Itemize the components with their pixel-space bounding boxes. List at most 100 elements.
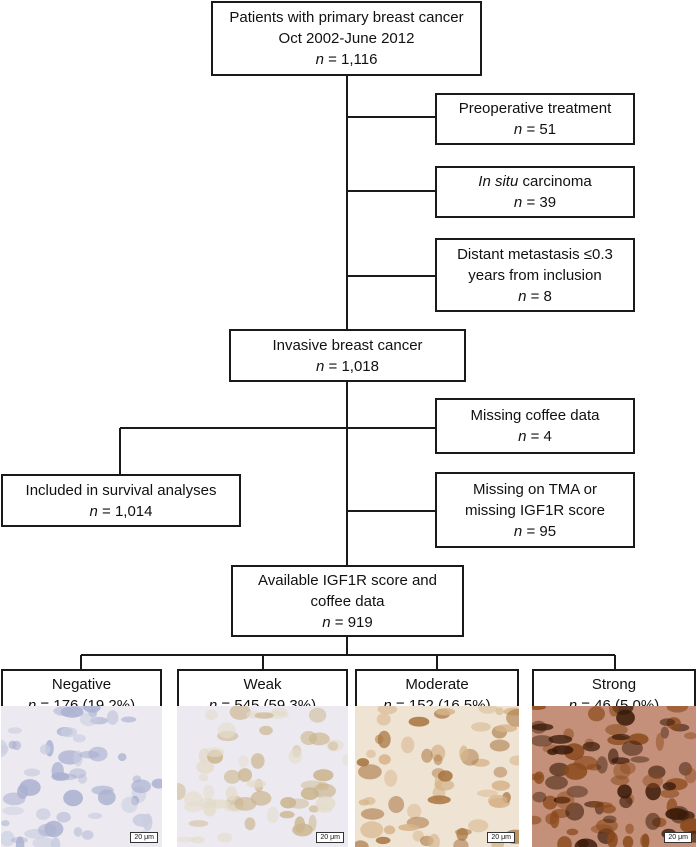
cell-mark (542, 795, 558, 810)
cell-mark (63, 789, 83, 807)
patients-count: = 1,116 (328, 51, 378, 68)
cell-mark (244, 817, 256, 831)
cell-mark (19, 779, 41, 796)
cell-mark (407, 803, 422, 819)
cell-mark (678, 762, 692, 776)
cell-mark (360, 808, 385, 820)
cell-mark (254, 712, 274, 719)
cell-mark (471, 722, 491, 732)
cell-mark (421, 748, 433, 763)
cell-mark (645, 812, 661, 830)
cell-mark (79, 750, 100, 759)
group-label: Weak (243, 676, 282, 693)
cell-mark (279, 810, 295, 819)
cell-mark (493, 766, 508, 778)
cell-mark (532, 773, 543, 781)
cell-mark (565, 802, 585, 821)
cell-mark (32, 837, 55, 847)
cell-mark (611, 757, 630, 765)
cell-mark (205, 709, 218, 721)
cell-mark (121, 796, 138, 813)
patients-title: Patients with primary breast cancer (229, 9, 464, 26)
cell-mark (10, 836, 28, 844)
cell-mark (384, 769, 398, 787)
cell-mark (660, 726, 669, 739)
invasive-count: = 1,018 (328, 357, 379, 375)
cell-mark (491, 780, 510, 791)
cell-mark (478, 706, 498, 714)
cell-mark (1, 740, 8, 758)
cell-mark (495, 707, 504, 716)
cell-mark (630, 756, 650, 763)
insitu-count: = 39 (526, 194, 557, 211)
n-symbol: n (518, 287, 527, 305)
cell-mark (566, 785, 588, 798)
cell-mark (360, 821, 384, 839)
cell-mark (207, 799, 231, 809)
cell-mark (532, 706, 546, 710)
cell-mark (427, 795, 451, 805)
scale-bar-label: 20 μm (130, 832, 158, 843)
cell-mark (639, 834, 649, 847)
cell-mark (358, 799, 370, 806)
cell-mark (246, 779, 267, 788)
cell-mark (121, 716, 137, 723)
n-symbol: n (322, 613, 331, 631)
cell-mark (566, 828, 579, 836)
group-label: Moderate (405, 676, 469, 693)
invasive-box: Invasive breast cancer n = 1,018 (229, 329, 466, 382)
micrograph-strong: 20 μm (532, 706, 696, 847)
cell-mark (433, 754, 443, 766)
missing-coffee-box: Missing coffee data n = 4 (435, 398, 635, 454)
scale-bar-label: 20 μm (487, 832, 515, 843)
cell-mark (655, 733, 664, 751)
cell-mark (619, 795, 633, 809)
micrograph-moderate: 20 μm (355, 706, 519, 847)
cell-mark (610, 775, 630, 786)
cell-mark (684, 732, 696, 740)
cell-mark (259, 725, 273, 736)
cell-mark (547, 748, 558, 756)
cell-mark (660, 789, 680, 798)
cell-mark (595, 818, 618, 833)
cell-mark (117, 753, 127, 762)
cell-mark (408, 716, 430, 727)
cell-mark (545, 813, 558, 825)
micrograph-negative: 20 μm (1, 706, 162, 847)
cell-mark (428, 833, 440, 847)
scale-bar-label: 20 μm (316, 832, 344, 843)
cell-mark (666, 706, 688, 713)
cell-mark (308, 805, 320, 813)
cell-mark (73, 734, 86, 743)
cell-mark (645, 782, 661, 801)
cell-mark (557, 836, 572, 847)
cell-mark (204, 747, 225, 757)
missing-coffee-count: = 4 (530, 428, 552, 445)
cell-mark (662, 782, 676, 791)
cell-mark (328, 741, 339, 751)
cell-mark (625, 823, 634, 834)
n-symbol: n (513, 121, 523, 138)
preoperative-box: Preoperative treatment n = 51 (435, 93, 635, 145)
cell-mark (198, 773, 209, 782)
cell-mark (477, 789, 498, 797)
cell-mark (437, 770, 453, 782)
group-label: Negative (51, 676, 112, 693)
cell-mark (60, 727, 78, 738)
cell-mark (266, 806, 279, 824)
cell-mark (596, 756, 608, 774)
available-count: = 919 (334, 613, 373, 631)
cell-mark (621, 740, 643, 756)
cell-mark (375, 836, 391, 845)
cell-mark (378, 754, 391, 765)
cell-mark (229, 706, 251, 720)
cell-mark (142, 813, 153, 831)
cell-mark (609, 706, 619, 717)
missing-tma-label-2: missing IGF1R score (464, 501, 606, 519)
cell-mark (196, 760, 215, 774)
cell-mark (79, 712, 98, 727)
cell-mark (2, 806, 24, 816)
group-label: Strong (591, 676, 637, 693)
n-symbol: n (513, 522, 523, 540)
